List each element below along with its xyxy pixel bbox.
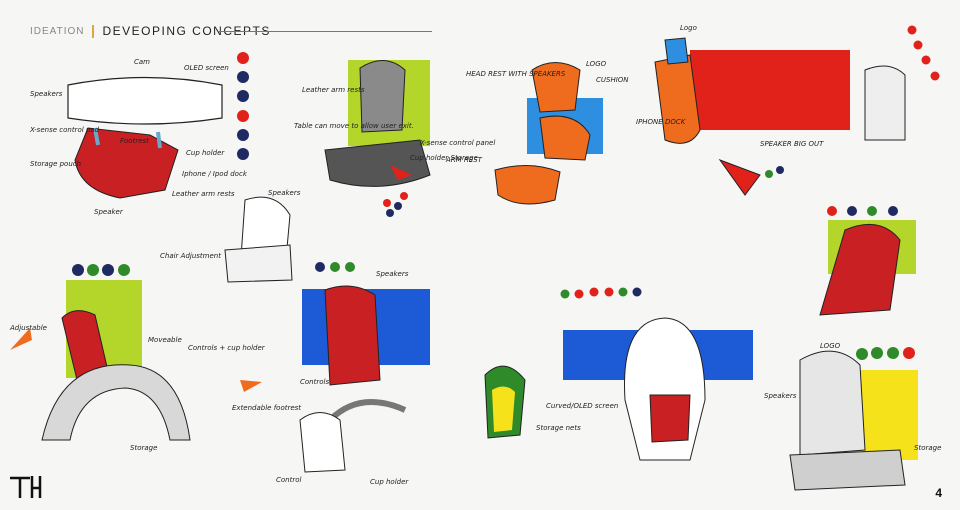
label-speaker-out: SPEAKER BIG OUT: [760, 140, 824, 148]
label-speakers-c: Speakers: [268, 189, 301, 197]
label-head-rest: HEAD REST WITH SPEAKERS: [466, 70, 566, 78]
label-storage-nets: Storage nets: [536, 424, 581, 432]
label-logo-g: LOGO: [820, 342, 841, 350]
label-arm-rest: ARM REST: [445, 156, 483, 164]
label-speakers-g: Speakers: [764, 392, 797, 400]
concept-green-seat: [484, 365, 526, 439]
swatch-navy: [237, 129, 249, 141]
label-controls-e: Controls: [300, 378, 329, 386]
label-adjustable: Adjustable: [9, 324, 47, 332]
label-speaker: Speaker: [94, 208, 124, 216]
concept-sketch-chair: Speakers Chair Adjustment: [160, 189, 301, 283]
swatch-navy: [237, 71, 249, 83]
label-iphone-dock-b: IPHONE DOCK: [636, 118, 687, 126]
concept-racing-seat: Logo IPHONE DOCK SPEAKER BIG OUT: [636, 24, 940, 196]
label-footrest: Footrest: [120, 137, 149, 145]
label-cup-storage: Cup holder Storage: [410, 154, 478, 162]
concept-rocker-chair: Speakers Controls: [300, 262, 430, 423]
swatch-red: [237, 52, 249, 64]
label-moveable: Moveable: [148, 336, 182, 344]
label-chair-adjustment: Chair Adjustment: [160, 252, 221, 260]
concept-white-chair: LOGO Speakers Storage: [764, 342, 941, 491]
label-logo-b: Logo: [680, 24, 697, 32]
label-leather-arm: Leather arm rests: [302, 86, 365, 94]
label-cushion: CUSHION: [596, 76, 629, 84]
label-cup-holder: Cup holder: [186, 149, 225, 157]
header-rule: [218, 31, 432, 32]
label-speakers-e: Speakers: [376, 270, 409, 278]
concept-red-lounge: [819, 206, 916, 316]
label-iphone-dock: Iphone / Ipod dock: [182, 170, 248, 178]
label-storage-pouch: Storage pouch: [30, 160, 81, 168]
chair-seat-sketch: [74, 127, 179, 199]
chair-base-sketch: [324, 139, 431, 187]
label-control-f: Control: [276, 476, 302, 484]
bg-swatch-red: [690, 50, 850, 130]
concept-arch-chair: Adjustable Moveable Controls + cup holde…: [9, 264, 301, 452]
oled-screen-sketch: [67, 76, 223, 125]
label-xsense-panel: X-sense control panel: [419, 139, 495, 147]
label-cup-f: Cup holder: [370, 478, 409, 486]
page-header: IDEATION DEVEOPING CONCEPTS: [30, 24, 271, 38]
label-curved-screen: Curved/OLED screen: [546, 402, 618, 410]
label-extendable: Extendable footrest: [232, 404, 301, 412]
arrow-red: [718, 158, 761, 196]
label-table: Table can move to allow user exit.: [294, 122, 414, 130]
page-title: DEVEOPING CONCEPTS: [102, 24, 271, 38]
label-x-sense: X-sense control pad: [29, 126, 100, 134]
swatch-navy: [237, 90, 249, 102]
label-oled: OLED screen: [184, 64, 229, 72]
concept-oled-chair: Cam OLED screen Speakers X-sense control…: [29, 52, 249, 216]
label-leather: Leather arm rests: [172, 190, 235, 198]
concept-orange-seat: HEAD REST WITH SPEAKERS LOGO CUSHION ARM…: [445, 60, 629, 205]
label-logo: LOGO: [586, 60, 607, 68]
swatch-navy: [237, 148, 249, 160]
swatch-red: [237, 110, 249, 122]
concept-line-sketch: Control Cup holder: [276, 412, 409, 486]
label-storage-g: Storage: [914, 444, 941, 452]
page-number: 4: [935, 486, 942, 500]
label-storage-d: Storage: [130, 444, 157, 452]
label-controls-cup: Controls + cup holder: [188, 344, 266, 352]
head-rest-sketch: [531, 62, 581, 113]
brand-logo: [10, 476, 42, 498]
concept-curved-screen: Curved/OLED screen Storage nets: [536, 287, 753, 461]
chair-back-sketch: [359, 60, 406, 133]
label-speakers: Speakers: [30, 90, 63, 98]
section-label: IDEATION: [30, 25, 85, 37]
header-divider: [92, 24, 95, 38]
concept-grey-armchair: Leather arm rests Table can move to allo…: [294, 60, 495, 217]
label-cam: Cam: [134, 58, 150, 66]
